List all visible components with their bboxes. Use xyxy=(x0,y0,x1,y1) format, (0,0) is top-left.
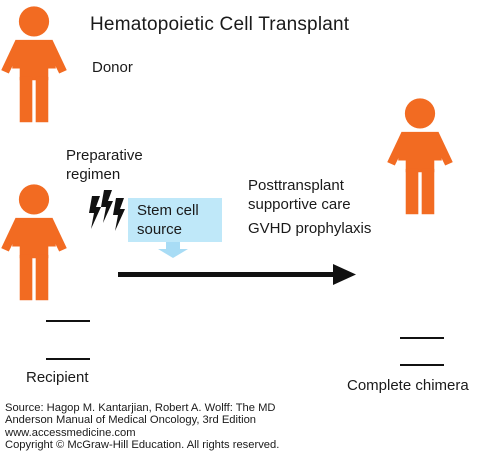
donor-person-icon xyxy=(1,6,67,123)
posttransplant-label: Posttransplant supportive care xyxy=(248,176,351,214)
complete-chimera-label: Complete chimera xyxy=(347,377,469,394)
source-line-1: Source: Hagop M. Kantarjian, Robert A. W… xyxy=(5,402,276,414)
preparative-regimen-line-2: regimen xyxy=(66,166,121,183)
gvhd-prophylaxis-label: GVHD prophylaxis xyxy=(248,220,372,237)
recipient-label: Recipient xyxy=(26,369,89,386)
posttransplant-line-2: supportive care xyxy=(248,196,351,213)
source-url: www.accessmedicine.com xyxy=(5,426,136,439)
source-line-2: Anderson Manual of Medical Oncology, 3rd… xyxy=(5,414,257,427)
copyright-line: Copyright © McGraw-Hill Education. All r… xyxy=(5,439,280,452)
donor-label: Donor xyxy=(92,59,133,76)
recipient-person-icon xyxy=(1,184,67,301)
chimera-person-icon xyxy=(387,98,453,215)
source-citation: Source: Hagop M. Kantarjian, Robert A. W… xyxy=(0,402,478,452)
preparative-regimen-line-1: Preparative xyxy=(66,147,143,164)
posttransplant-line-1: Posttransplant xyxy=(248,177,344,194)
stem-cell-source-box: Stem cell source xyxy=(128,198,222,242)
stem-cell-source-line-1: Stem cell xyxy=(137,202,199,219)
stem-cell-down-arrow-icon xyxy=(158,242,188,258)
lightning-icon xyxy=(89,190,125,231)
arrow-right-icon xyxy=(118,264,356,285)
preparative-regimen-label: Preparative regimen xyxy=(66,146,143,184)
stem-cell-source-line-2: source xyxy=(137,221,183,238)
diagram-title: Hematopoietic Cell Transplant xyxy=(90,14,350,35)
